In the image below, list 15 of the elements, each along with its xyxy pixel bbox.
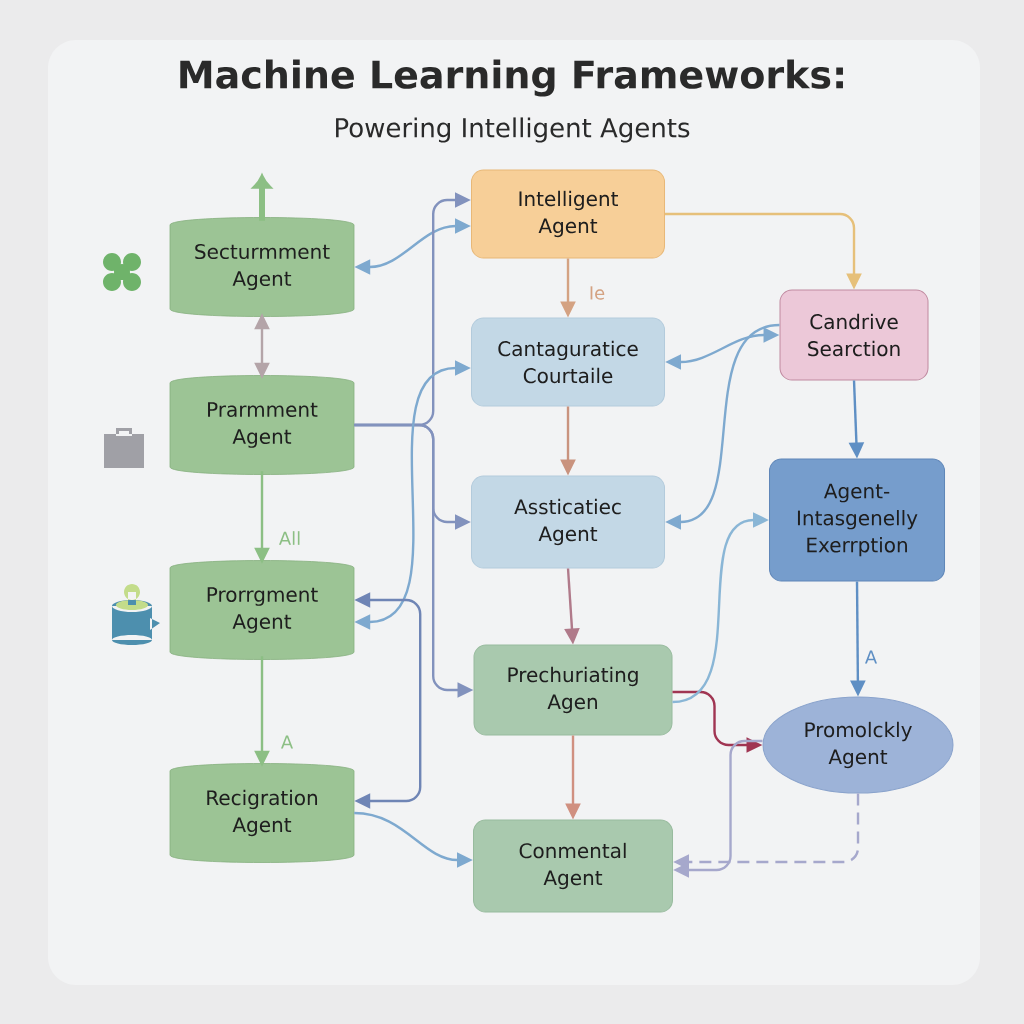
cylinder-node: Prorrgment Agent [169,560,355,660]
cylinder-node: Recigration Agent [169,763,355,863]
subtitle: Powering Intelligent Agents [336,117,690,143]
edge-label: All [277,530,303,546]
process-box: Assticatiec Agent [471,475,665,569]
cylinder-node: Secturmment Agent [169,217,355,317]
process-box: Cantaguratice Courtaile [471,317,665,407]
process-box: Conmental Agent [473,819,673,913]
process-box: Intelligent Agent [471,169,665,259]
title: Machine Learning Frameworks: [180,59,843,97]
process-box: Candrive Searction [779,289,929,381]
process-box: Prechuriating Agen [473,644,673,736]
cylinder-node: Prarmment Agent [169,375,355,475]
process-box: Agent- Intasgenelly Exerrption [769,458,945,582]
arrow [252,174,272,221]
